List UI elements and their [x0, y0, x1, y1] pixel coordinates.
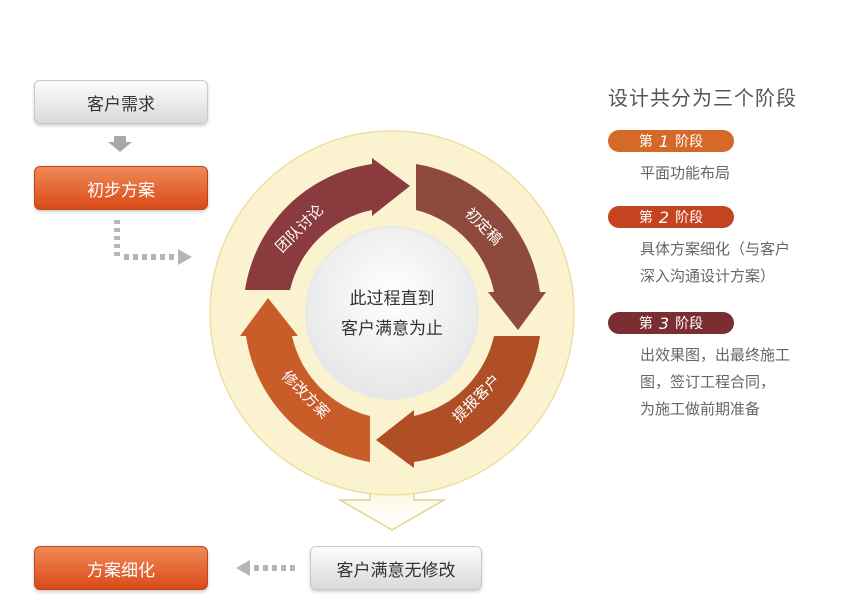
stage-1-description: 平面功能布局	[640, 164, 731, 182]
arrow-down-small-icon	[108, 136, 132, 152]
customer-requirements-box: 客户需求	[34, 80, 208, 124]
center-text-line1: 此过程直到	[350, 289, 435, 309]
stages-heading: 设计共分为三个阶段	[608, 86, 797, 110]
plan-refinement-box: 方案细化	[34, 546, 208, 590]
preliminary-plan-box: 初步方案	[34, 166, 208, 210]
segment-submit-to-client	[376, 336, 540, 468]
center-text-line2: 客户满意为止	[341, 319, 443, 339]
dotted-connector-left	[236, 560, 295, 576]
stage-3-description: 出效果图，出最终施工 图，签订工程合同， 为施工做前期准备	[640, 346, 791, 418]
dotted-connector-right	[114, 220, 192, 265]
customer-satisfied-box: 客户满意无修改	[310, 546, 482, 590]
segment-revise-plan	[240, 298, 370, 462]
segment-team-discussion	[245, 158, 410, 290]
segment-initial-draft	[416, 164, 546, 330]
stage-2-description: 具体方案细化（与客户 深入沟通设计方案）	[640, 240, 791, 285]
cycle-center	[305, 226, 479, 400]
